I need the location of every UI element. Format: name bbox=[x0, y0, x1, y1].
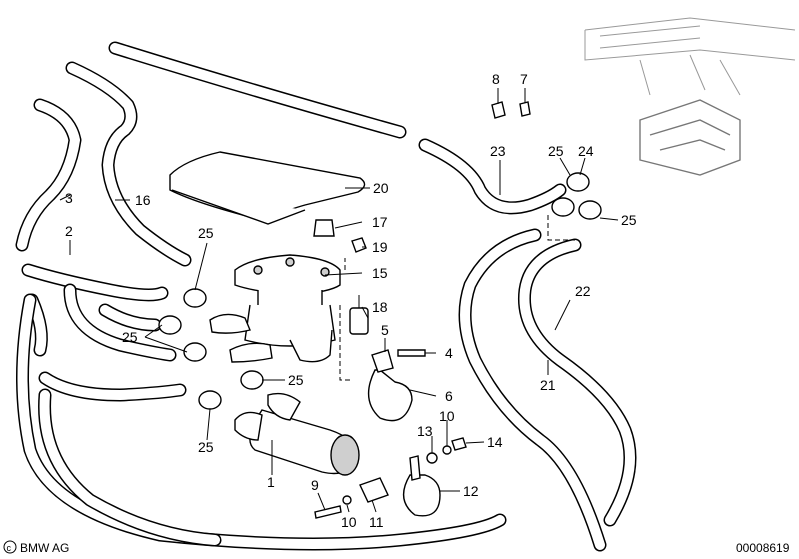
svg-text:c: c bbox=[7, 543, 12, 553]
copyright-mark: c bbox=[3, 540, 17, 554]
callout-25-right-top: 25 bbox=[548, 143, 564, 159]
callout-25-top: 25 bbox=[198, 225, 214, 241]
callout-5: 5 bbox=[381, 322, 389, 338]
leader-lines bbox=[59, 88, 619, 513]
callout-22: 22 bbox=[575, 283, 591, 299]
callout-25-mid: 25 bbox=[288, 372, 304, 388]
callout-10-top: 10 bbox=[439, 408, 455, 424]
callout-2: 2 bbox=[65, 223, 73, 239]
callout-4: 4 bbox=[445, 345, 453, 361]
callout-24: 24 bbox=[578, 143, 594, 159]
callout-15: 15 bbox=[372, 265, 388, 281]
callout-23: 23 bbox=[490, 143, 506, 159]
callout-6: 6 bbox=[445, 388, 453, 404]
small-hardware bbox=[313, 101, 531, 519]
callout-7: 7 bbox=[520, 71, 528, 87]
hose-lines bbox=[15, 41, 637, 552]
callout-19: 19 bbox=[372, 239, 388, 255]
callout-3: 3 bbox=[65, 190, 73, 206]
callout-1: 1 bbox=[267, 474, 275, 490]
callout-10-bottom: 10 bbox=[341, 514, 357, 530]
diagram-number: 00008619 bbox=[736, 541, 790, 555]
callout-25-right: 25 bbox=[621, 212, 637, 228]
callout-labels: 8 7 23 25 24 25 22 21 3 16 2 20 25 17 19… bbox=[65, 71, 637, 530]
callout-12: 12 bbox=[463, 483, 479, 499]
bracket-part-6 bbox=[367, 349, 413, 422]
callout-14: 14 bbox=[487, 434, 503, 450]
callout-8: 8 bbox=[492, 71, 500, 87]
callout-20: 20 bbox=[373, 180, 389, 196]
heater-core bbox=[584, 17, 796, 176]
sensor-part-18 bbox=[349, 295, 369, 335]
callout-18: 18 bbox=[372, 299, 388, 315]
callout-16: 16 bbox=[135, 192, 151, 208]
hose-clamps-left bbox=[158, 288, 273, 410]
valve-body bbox=[234, 254, 341, 363]
callout-13: 13 bbox=[417, 423, 433, 439]
callout-9: 9 bbox=[311, 477, 319, 493]
cover-part-20 bbox=[169, 151, 366, 225]
callout-25-left: 25 bbox=[122, 329, 138, 345]
pump-part-1 bbox=[234, 392, 360, 476]
brand-label: BMW AG bbox=[20, 541, 69, 555]
callout-21: 21 bbox=[540, 377, 556, 393]
callout-11: 11 bbox=[369, 514, 384, 530]
callout-17: 17 bbox=[372, 214, 388, 230]
bracket-part-12 bbox=[402, 455, 441, 517]
callout-25-bottom: 25 bbox=[198, 439, 214, 455]
hose-clamps-right bbox=[547, 172, 602, 241]
